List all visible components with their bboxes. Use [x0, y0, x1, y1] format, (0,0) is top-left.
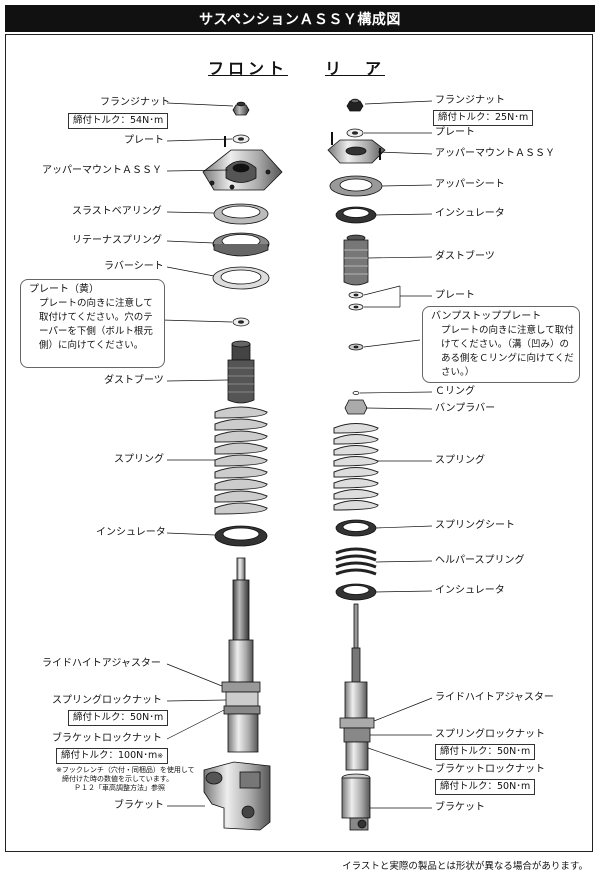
rear-ride-height-adjuster-label: ライドハイトアジャスター: [435, 692, 554, 703]
front-insulator-label: インシュレータ: [96, 527, 166, 538]
rear-plate-top-label: プレート: [435, 127, 475, 138]
rear-upper-mount: [327, 132, 386, 164]
rear-dust-boots-label: ダストブーツ: [435, 251, 495, 262]
rear-insulator-bottom-label: インシュレータ: [435, 585, 505, 596]
rear-insulator-top-label: インシュレータ: [435, 208, 505, 219]
front-rubber-sheet-label: ラバーシート: [104, 261, 164, 272]
rear-bump-stop-note-body: プレートの向きに注意して取付けてください。（溝（凹み）のある側をＣリングに向けて…: [441, 325, 574, 378]
rear-c-ring: [352, 391, 360, 395]
front-plate-yellow: [232, 317, 250, 327]
rear-upper-mount-label: アッパーマウントＡＳＳＹ: [435, 148, 555, 159]
front-flange-nut-label: フランジナット: [100, 97, 170, 108]
front-rubber-sheet: [212, 266, 270, 290]
rear-spring-lock-nut-label: スプリングロックナット: [435, 729, 545, 740]
front-bracket: [203, 761, 271, 831]
front-bracket-lock-nut-torque-mark: ※: [157, 752, 164, 760]
rear-bump-stop-plate: [348, 343, 364, 351]
wrench-note-line1: ※フックレンチ（穴付・同梱品）を使用して: [56, 766, 195, 774]
front-spring-label: スプリング: [114, 454, 164, 465]
front-spring-lock-nut-torque: 締付トルク：50N･m: [68, 710, 169, 726]
rear-upper-seat-label: アッパーシート: [435, 179, 505, 190]
rear-bracket-label: ブラケット: [435, 802, 485, 813]
rear-bracket-lock-nut-torque: 締付トルク：50N･m: [435, 779, 536, 795]
rear-bump-rubber: [344, 399, 368, 415]
page-title: サスペンションＡＳＳＹ構成図: [5, 5, 595, 32]
rear-spring-label: スプリング: [435, 455, 485, 466]
rear-c-ring-label: Ｃリング: [435, 386, 475, 397]
front-insulator: [214, 525, 268, 547]
rear-bump-stop-note: バンプストッププレート プレートの向きに注意して取付けてください。（溝（凹み）の…: [422, 306, 580, 383]
rear-plate-mid-label: プレート: [435, 290, 475, 301]
front-thrust-bearing: [213, 203, 269, 225]
rear-flange-nut: [346, 98, 364, 112]
front-upper-mount: [202, 149, 283, 191]
front-heading: フロント: [208, 59, 289, 78]
front-plate: [224, 134, 250, 147]
rear-spring: [333, 423, 379, 511]
rear-dust-boots: [343, 234, 369, 286]
leader-lines: [161, 100, 433, 809]
front-flange-nut: [232, 101, 250, 116]
footer-disclaimer: イラストと実際の製品とは形状が異なる場合があります。: [342, 861, 588, 872]
rear-insulator-top: [335, 206, 377, 224]
front-plate-label: プレート: [124, 135, 164, 146]
front-bracket-label: ブラケット: [114, 800, 164, 811]
wrench-note-line3: Ｐ１２「車高調整方法」参照: [74, 784, 165, 792]
rear-bracket-lock-nut-label: ブラケットロックナット: [435, 764, 545, 775]
front-bracket-lock-nut-label: ブラケットロックナット: [52, 733, 162, 744]
rear-upper-seat: [329, 175, 383, 197]
rear-helper-spring: [335, 547, 377, 576]
rear-spring-seat: [335, 519, 377, 537]
rear-plate-top: [346, 128, 364, 138]
diagram-frame: [5, 34, 593, 852]
front-dust-boots: [227, 340, 255, 404]
rear-bump-stop-note-title: バンプストッププレート: [431, 311, 542, 322]
wrench-note-line2: 締付けた時の数値を示しています。: [62, 775, 174, 783]
front-retainer-spring-label: リテーナスプリング: [72, 235, 162, 246]
front-plate-note: プレート（黄） プレートの向きに注意して取付けてください。穴のテーパーを下側（ボ…: [20, 279, 165, 368]
rear-insulator-bottom: [335, 583, 377, 601]
front-plate-note-body: プレートの向きに注意して取付けてください。穴のテーパーを下側（ボルト根元側）に向…: [39, 298, 153, 351]
rear-spring-seat-label: スプリングシート: [435, 520, 515, 531]
rear-flange-nut-label: フランジナット: [435, 95, 505, 106]
rear-heading: リ ア: [325, 59, 386, 78]
rear-bracket: [341, 773, 371, 831]
front-flange-nut-torque: 締付トルク：54N･m: [68, 113, 169, 129]
front-thrust-bearing-label: スラストベアリング: [72, 206, 162, 217]
rear-plates-mid: [348, 291, 364, 311]
rear-flange-nut-torque: 締付トルク：25N･m: [433, 110, 534, 126]
front-strut: [221, 557, 261, 753]
rear-bump-rubber-label: バンプラバー: [435, 403, 496, 414]
rear-spring-lock-nut-torque: 締付トルク：50N･m: [435, 744, 536, 760]
front-dust-boots-label: ダストブーツ: [104, 375, 164, 386]
front-spring: [214, 406, 268, 515]
front-retainer-spring: [212, 232, 270, 257]
front-ride-height-adjuster-label: ライドハイトアジャスター: [42, 658, 161, 669]
front-bracket-lock-nut-torque: 締付トルク：100N･m※: [56, 748, 169, 764]
rear-helper-spring-label: ヘルパースプリング: [435, 555, 525, 566]
front-upper-mount-label: アッパーマウントＡＳＳＹ: [42, 165, 162, 176]
front-spring-lock-nut-label: スプリングロックナット: [52, 695, 162, 706]
front-bracket-lock-nut-torque-value: 締付トルク：100N･m: [61, 750, 158, 761]
front-plate-note-title: プレート（黄）: [29, 284, 99, 295]
rear-strut: [339, 603, 375, 771]
